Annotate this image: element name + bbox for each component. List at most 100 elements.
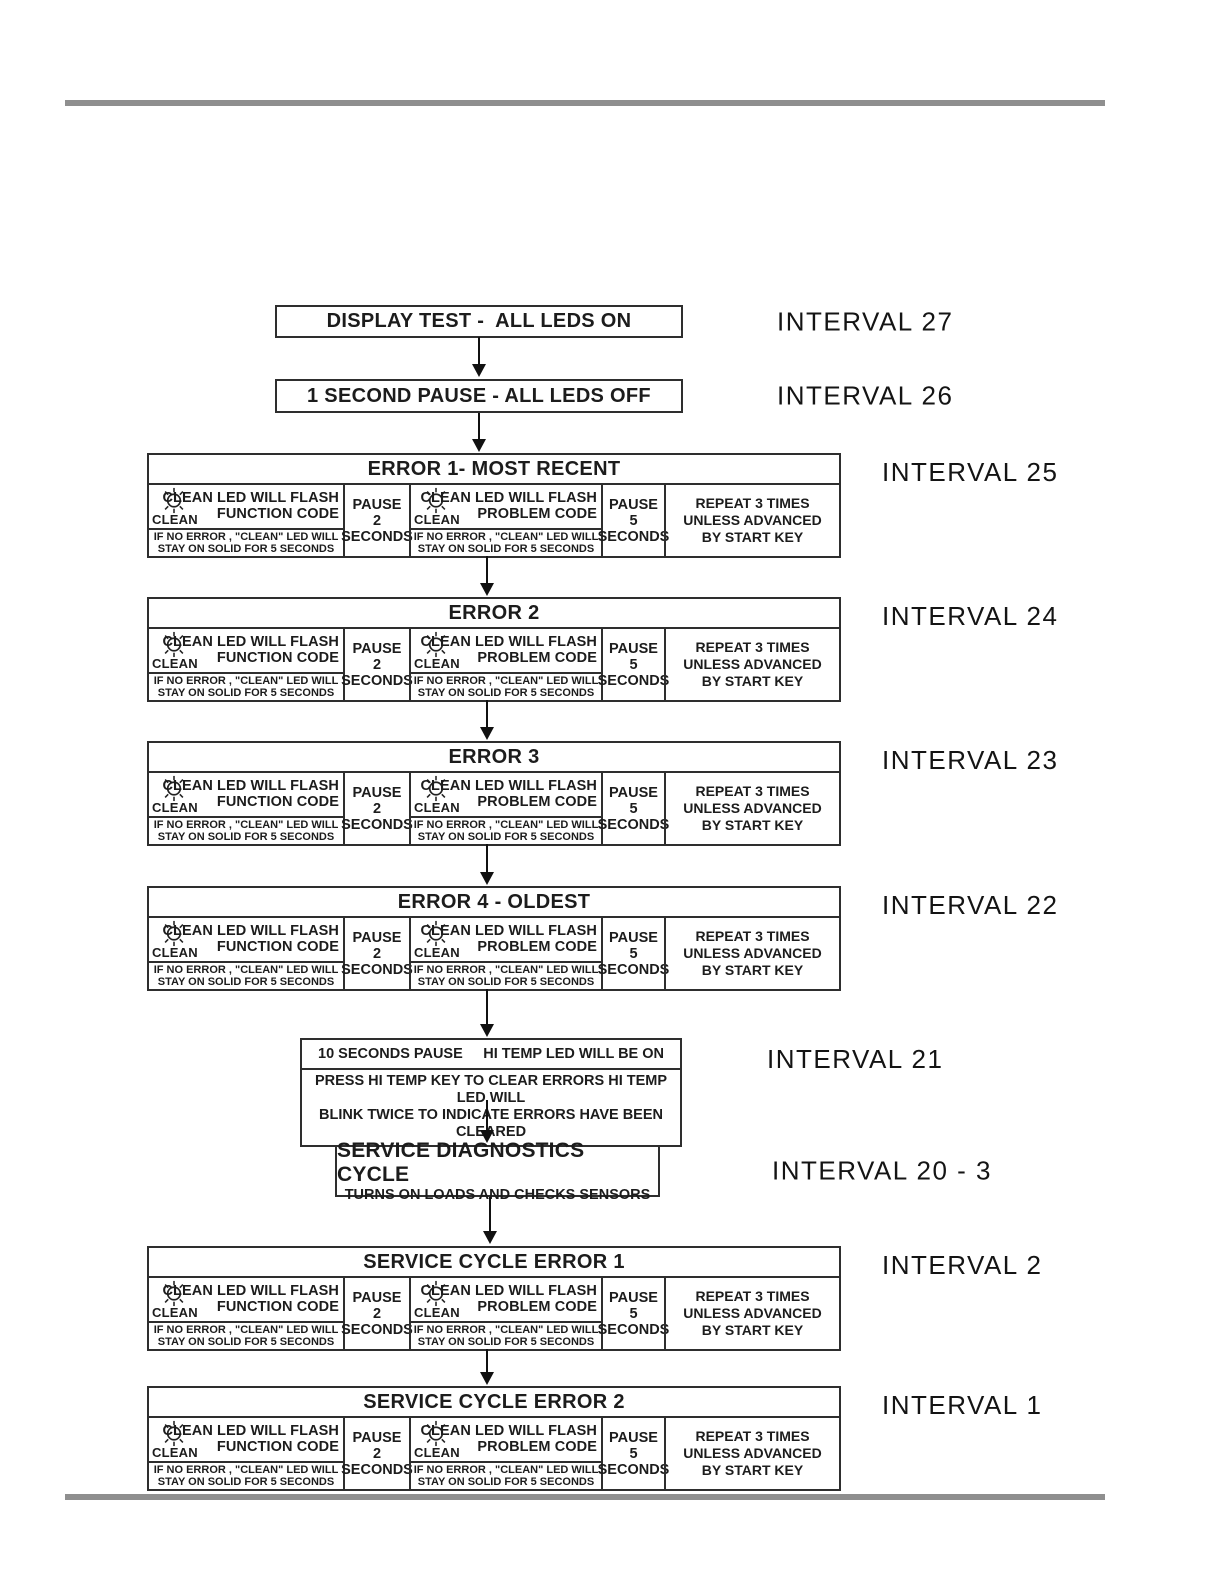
interval-label: INTERVAL 25 — [882, 457, 1059, 487]
led-flash-line: CLEAN LED WILL FLASH — [420, 923, 597, 939]
led-flash-line: CLEAN LED WILL FLASH — [420, 490, 597, 506]
repeat-cell: REPEAT 3 TIMES UNLESS ADVANCED BY START … — [664, 485, 839, 556]
clean-led-indicator: CLEAN — [152, 630, 204, 671]
pause-2s-cell: PAUSE 2 SECONDS — [341, 1278, 413, 1349]
no-error-line1: IF NO ERROR , "CLEAN" LED WILL — [413, 964, 599, 976]
seconds-word: SECONDS — [597, 961, 670, 978]
pause-5s-cell: PAUSE 5 SECONDS — [598, 773, 669, 844]
no-error-note: IF NO ERROR , "CLEAN" LED WILL STAY ON S… — [149, 528, 343, 556]
function-code-line: FUNCTION CODE — [216, 1299, 339, 1315]
error-box-2: ERROR 2 CLEAN — [147, 597, 1057, 702]
repeat-line3: BY START KEY — [701, 529, 804, 545]
seconds-word: SECONDS — [597, 528, 670, 545]
repeat-line1: REPEAT 3 TIMES — [695, 783, 810, 799]
flashing-led-icon — [164, 631, 184, 658]
interval-label: INTERVAL 24 — [882, 601, 1059, 631]
flashing-led-icon — [426, 775, 446, 802]
no-error-line2: STAY ON SOLID FOR 5 SECONDS — [157, 976, 335, 988]
function-code-line: FUNCTION CODE — [216, 650, 339, 666]
repeat-line2: UNLESS ADVANCED — [683, 656, 822, 672]
no-error-line2: STAY ON SOLID FOR 5 SECONDS — [157, 687, 335, 699]
error-box-4: ERROR 4 - OLDEST CLEAN — [147, 886, 1057, 991]
clean-led-indicator: CLEAN — [414, 630, 466, 671]
flow-box-display-test: DISPLAY TEST - ALL LEDS ON INTERVAL 27 — [275, 305, 952, 338]
clean-led-indicator: CLEAN — [152, 774, 204, 815]
seconds-word: SECONDS — [341, 1321, 413, 1338]
error-box-title: ERROR 3 — [149, 743, 839, 773]
flow-arrow — [486, 700, 488, 728]
problem-code-line: PROBLEM CODE — [477, 939, 597, 955]
repeat-line1: REPEAT 3 TIMES — [695, 639, 810, 655]
no-error-line1: IF NO ERROR , "CLEAN" LED WILL — [413, 1324, 599, 1336]
repeat-line2: UNLESS ADVANCED — [683, 945, 822, 961]
no-error-note: IF NO ERROR , "CLEAN" LED WILL STAY ON S… — [411, 1461, 601, 1489]
flashing-led-icon — [164, 920, 184, 947]
problem-code-cell: CLEAN CLEAN LED WILL FLASH PROBLEM CODE … — [409, 485, 601, 556]
pause-word: PAUSE — [609, 929, 658, 946]
pause-5s-cell: PAUSE 5 SECONDS — [598, 485, 669, 556]
flashing-led-icon — [164, 775, 184, 802]
pause-seconds: 2 — [372, 945, 382, 962]
flashing-led-icon — [426, 631, 446, 658]
no-error-note: IF NO ERROR , "CLEAN" LED WILL STAY ON S… — [411, 816, 601, 844]
pause-5s-cell: PAUSE 5 SECONDS — [598, 918, 669, 989]
pause-word: PAUSE — [352, 640, 402, 657]
clean-led-indicator: CLEAN — [152, 1419, 204, 1460]
no-error-line1: IF NO ERROR , "CLEAN" LED WILL — [153, 964, 339, 976]
clean-led-label: CLEAN — [152, 945, 198, 960]
function-code-cell: CLEAN CLEAN LED WILL FLASH FUNCTION CODE… — [149, 918, 343, 989]
led-flash-line: CLEAN LED WILL FLASH — [162, 634, 339, 650]
pause-word: PAUSE — [609, 784, 658, 801]
pause-seconds: 5 — [629, 1445, 638, 1462]
pause-word: PAUSE — [609, 1289, 658, 1306]
error-box-3: ERROR 3 CLEAN — [147, 741, 1057, 846]
no-error-note: IF NO ERROR , "CLEAN" LED WILL STAY ON S… — [149, 1321, 343, 1349]
clean-led-indicator: CLEAN — [414, 1279, 466, 1320]
seconds-word: SECONDS — [597, 816, 670, 833]
pause-seconds: 2 — [372, 512, 382, 529]
repeat-line3: BY START KEY — [701, 1322, 804, 1338]
interval-label: INTERVAL 1 — [882, 1390, 1043, 1420]
repeat-cell: REPEAT 3 TIMES UNLESS ADVANCED BY START … — [664, 629, 839, 700]
flow-arrow — [486, 989, 488, 1025]
repeat-line1: REPEAT 3 TIMES — [695, 1428, 810, 1444]
flow-box-label: 1 SECOND PAUSE - ALL LEDS OFF — [307, 384, 651, 407]
interval-label: INTERVAL 21 — [767, 1044, 944, 1074]
problem-code-line: PROBLEM CODE — [477, 1439, 597, 1455]
no-error-note: IF NO ERROR , "CLEAN" LED WILL STAY ON S… — [149, 961, 343, 989]
no-error-line2: STAY ON SOLID FOR 5 SECONDS — [157, 1336, 335, 1348]
flow-arrow — [478, 337, 480, 365]
repeat-line2: UNLESS ADVANCED — [683, 1445, 822, 1461]
repeat-cell: REPEAT 3 TIMES UNLESS ADVANCED BY START … — [664, 918, 839, 989]
led-flash-line: CLEAN LED WILL FLASH — [420, 1423, 597, 1439]
no-error-note: IF NO ERROR , "CLEAN" LED WILL STAY ON S… — [149, 816, 343, 844]
repeat-line3: BY START KEY — [701, 673, 804, 689]
no-error-line2: STAY ON SOLID FOR 5 SECONDS — [157, 1476, 335, 1488]
led-flash-line: CLEAN LED WILL FLASH — [420, 778, 597, 794]
no-error-note: IF NO ERROR , "CLEAN" LED WILL STAY ON S… — [149, 672, 343, 700]
led-flash-line: CLEAN LED WILL FLASH — [162, 923, 339, 939]
flashing-led-icon — [164, 487, 184, 514]
no-error-note: IF NO ERROR , "CLEAN" LED WILL STAY ON S… — [149, 1461, 343, 1489]
no-error-line1: IF NO ERROR , "CLEAN" LED WILL — [153, 819, 339, 831]
error-box-title: ERROR 2 — [149, 599, 839, 629]
repeat-cell: REPEAT 3 TIMES UNLESS ADVANCED BY START … — [664, 1278, 839, 1349]
flow-box-one-second-pause: 1 SECOND PAUSE - ALL LEDS OFF INTERVAL 2… — [275, 379, 952, 413]
no-error-line2: STAY ON SOLID FOR 5 SECONDS — [417, 687, 595, 699]
led-flash-line: CLEAN LED WILL FLASH — [162, 1283, 339, 1299]
clean-led-label: CLEAN — [414, 656, 460, 671]
hi-temp-led-label: HI TEMP LED WILL BE ON — [483, 1046, 664, 1062]
no-error-line2: STAY ON SOLID FOR 5 SECONDS — [417, 1476, 595, 1488]
no-error-line2: STAY ON SOLID FOR 5 SECONDS — [157, 543, 335, 555]
clean-led-label: CLEAN — [152, 800, 198, 815]
pause-2s-cell: PAUSE 2 SECONDS — [341, 773, 413, 844]
no-error-note: IF NO ERROR , "CLEAN" LED WILL STAY ON S… — [411, 961, 601, 989]
pause-seconds: 2 — [372, 1305, 382, 1322]
problem-code-cell: CLEAN CLEAN LED WILL FLASH PROBLEM CODE … — [409, 629, 601, 700]
interval-label: INTERVAL 27 — [777, 306, 954, 336]
function-code-line: FUNCTION CODE — [216, 794, 339, 810]
flow-arrow — [486, 556, 488, 584]
clean-led-indicator: CLEAN — [152, 486, 204, 527]
seconds-word: SECONDS — [341, 1461, 413, 1478]
